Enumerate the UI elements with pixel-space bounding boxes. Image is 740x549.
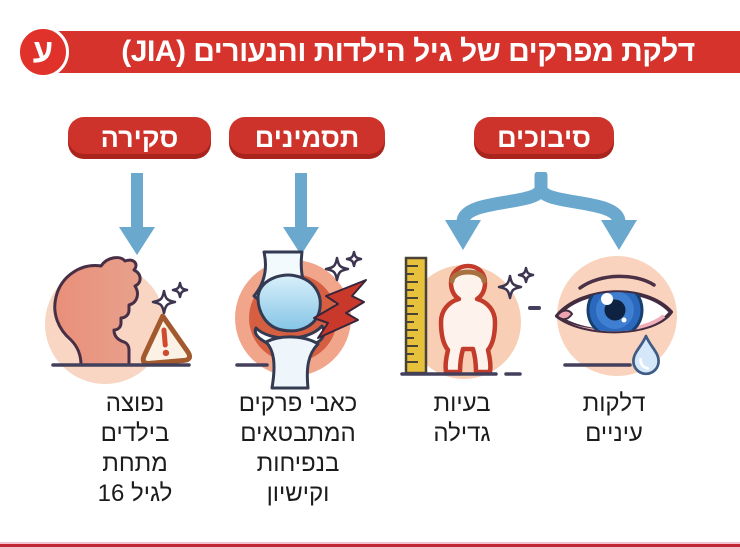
hair-outline <box>449 269 487 284</box>
child-head-profile <box>53 256 142 367</box>
title-banner: דלקת מפרקים של גיל הילדות והנעורים (JIA) <box>44 31 740 73</box>
sparkles-icon <box>497 266 535 300</box>
pill-overview: סקירה <box>68 117 211 159</box>
arrow-down-overview-icon <box>119 173 155 255</box>
iris-group <box>561 292 666 332</box>
arrow-down-symptoms-icon <box>283 173 319 255</box>
arrow-fork-complications-icon <box>445 172 637 250</box>
caption-symptoms: כאבי פרקים המתבטאים בנפיחות וקישיון <box>238 390 358 507</box>
sparkles-icon <box>151 281 189 315</box>
child-head-warning-icon <box>45 256 193 384</box>
ruler-icon <box>404 256 428 375</box>
caption-growth: בעיות גדילה <box>433 390 491 447</box>
page-title: דלקת מפרקים של גיל הילדות והנעורים (JIA) <box>121 35 695 68</box>
caption-overview: נפוצה בילדים מתחת לגיל 16 <box>97 390 173 507</box>
growth-ruler-child-icon <box>400 256 535 379</box>
ayin-letter: ע <box>32 32 54 69</box>
eye-tear-icon <box>555 256 677 376</box>
tibia-bone <box>264 335 320 390</box>
knee-condyle <box>256 273 322 333</box>
caption-eyes: דלקות עיניים <box>582 390 646 447</box>
pill-symptoms: תסמינים <box>229 117 385 159</box>
sparkles-icon <box>324 250 363 282</box>
child-body-outline <box>438 263 498 375</box>
eye-inner-corner <box>555 309 574 321</box>
separator-dash <box>528 306 541 310</box>
knee-joint-inflammation-icon <box>235 250 367 390</box>
eyebrow <box>578 274 656 290</box>
ynet-logo-badge: ע <box>17 26 69 78</box>
bottom-border-strip <box>0 542 740 549</box>
warning-triangle-icon <box>140 313 193 366</box>
tear-drop-icon <box>632 334 660 376</box>
pain-bolt-icon <box>313 279 367 339</box>
pill-complications: סיבוכים <box>474 117 614 159</box>
